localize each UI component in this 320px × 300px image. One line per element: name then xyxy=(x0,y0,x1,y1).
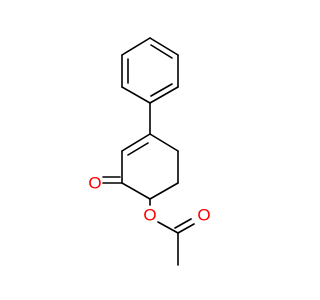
bond-acyl-co-2 xyxy=(174,218,192,229)
acetate-group: O O xyxy=(143,198,211,266)
phenyl-ring xyxy=(121,37,179,104)
carbonyl-oxygen-label: O xyxy=(197,206,210,225)
bond-r4 xyxy=(121,182,151,200)
bond-ph3 xyxy=(149,86,179,104)
bond-r1 xyxy=(149,133,179,152)
ester-oxygen-label: O xyxy=(143,206,156,225)
bond-acyl-co-1 xyxy=(177,223,195,234)
bond-ph-inner2 xyxy=(150,83,173,97)
molecule-diagram: O O O xyxy=(88,37,211,266)
bond-ph-inner1 xyxy=(150,44,173,59)
bond-ph6 xyxy=(121,37,151,56)
ketone-group: O xyxy=(88,174,123,193)
bond-r3 xyxy=(149,182,179,200)
bond-r6-double xyxy=(127,142,149,156)
bond-o-acyl xyxy=(157,221,179,234)
ketone-oxygen-label: O xyxy=(88,174,101,193)
bond-ph1 xyxy=(149,37,179,56)
cyclohexenone-ring xyxy=(121,133,179,200)
bond-ph4 xyxy=(121,86,151,104)
bond-r6 xyxy=(121,133,151,152)
